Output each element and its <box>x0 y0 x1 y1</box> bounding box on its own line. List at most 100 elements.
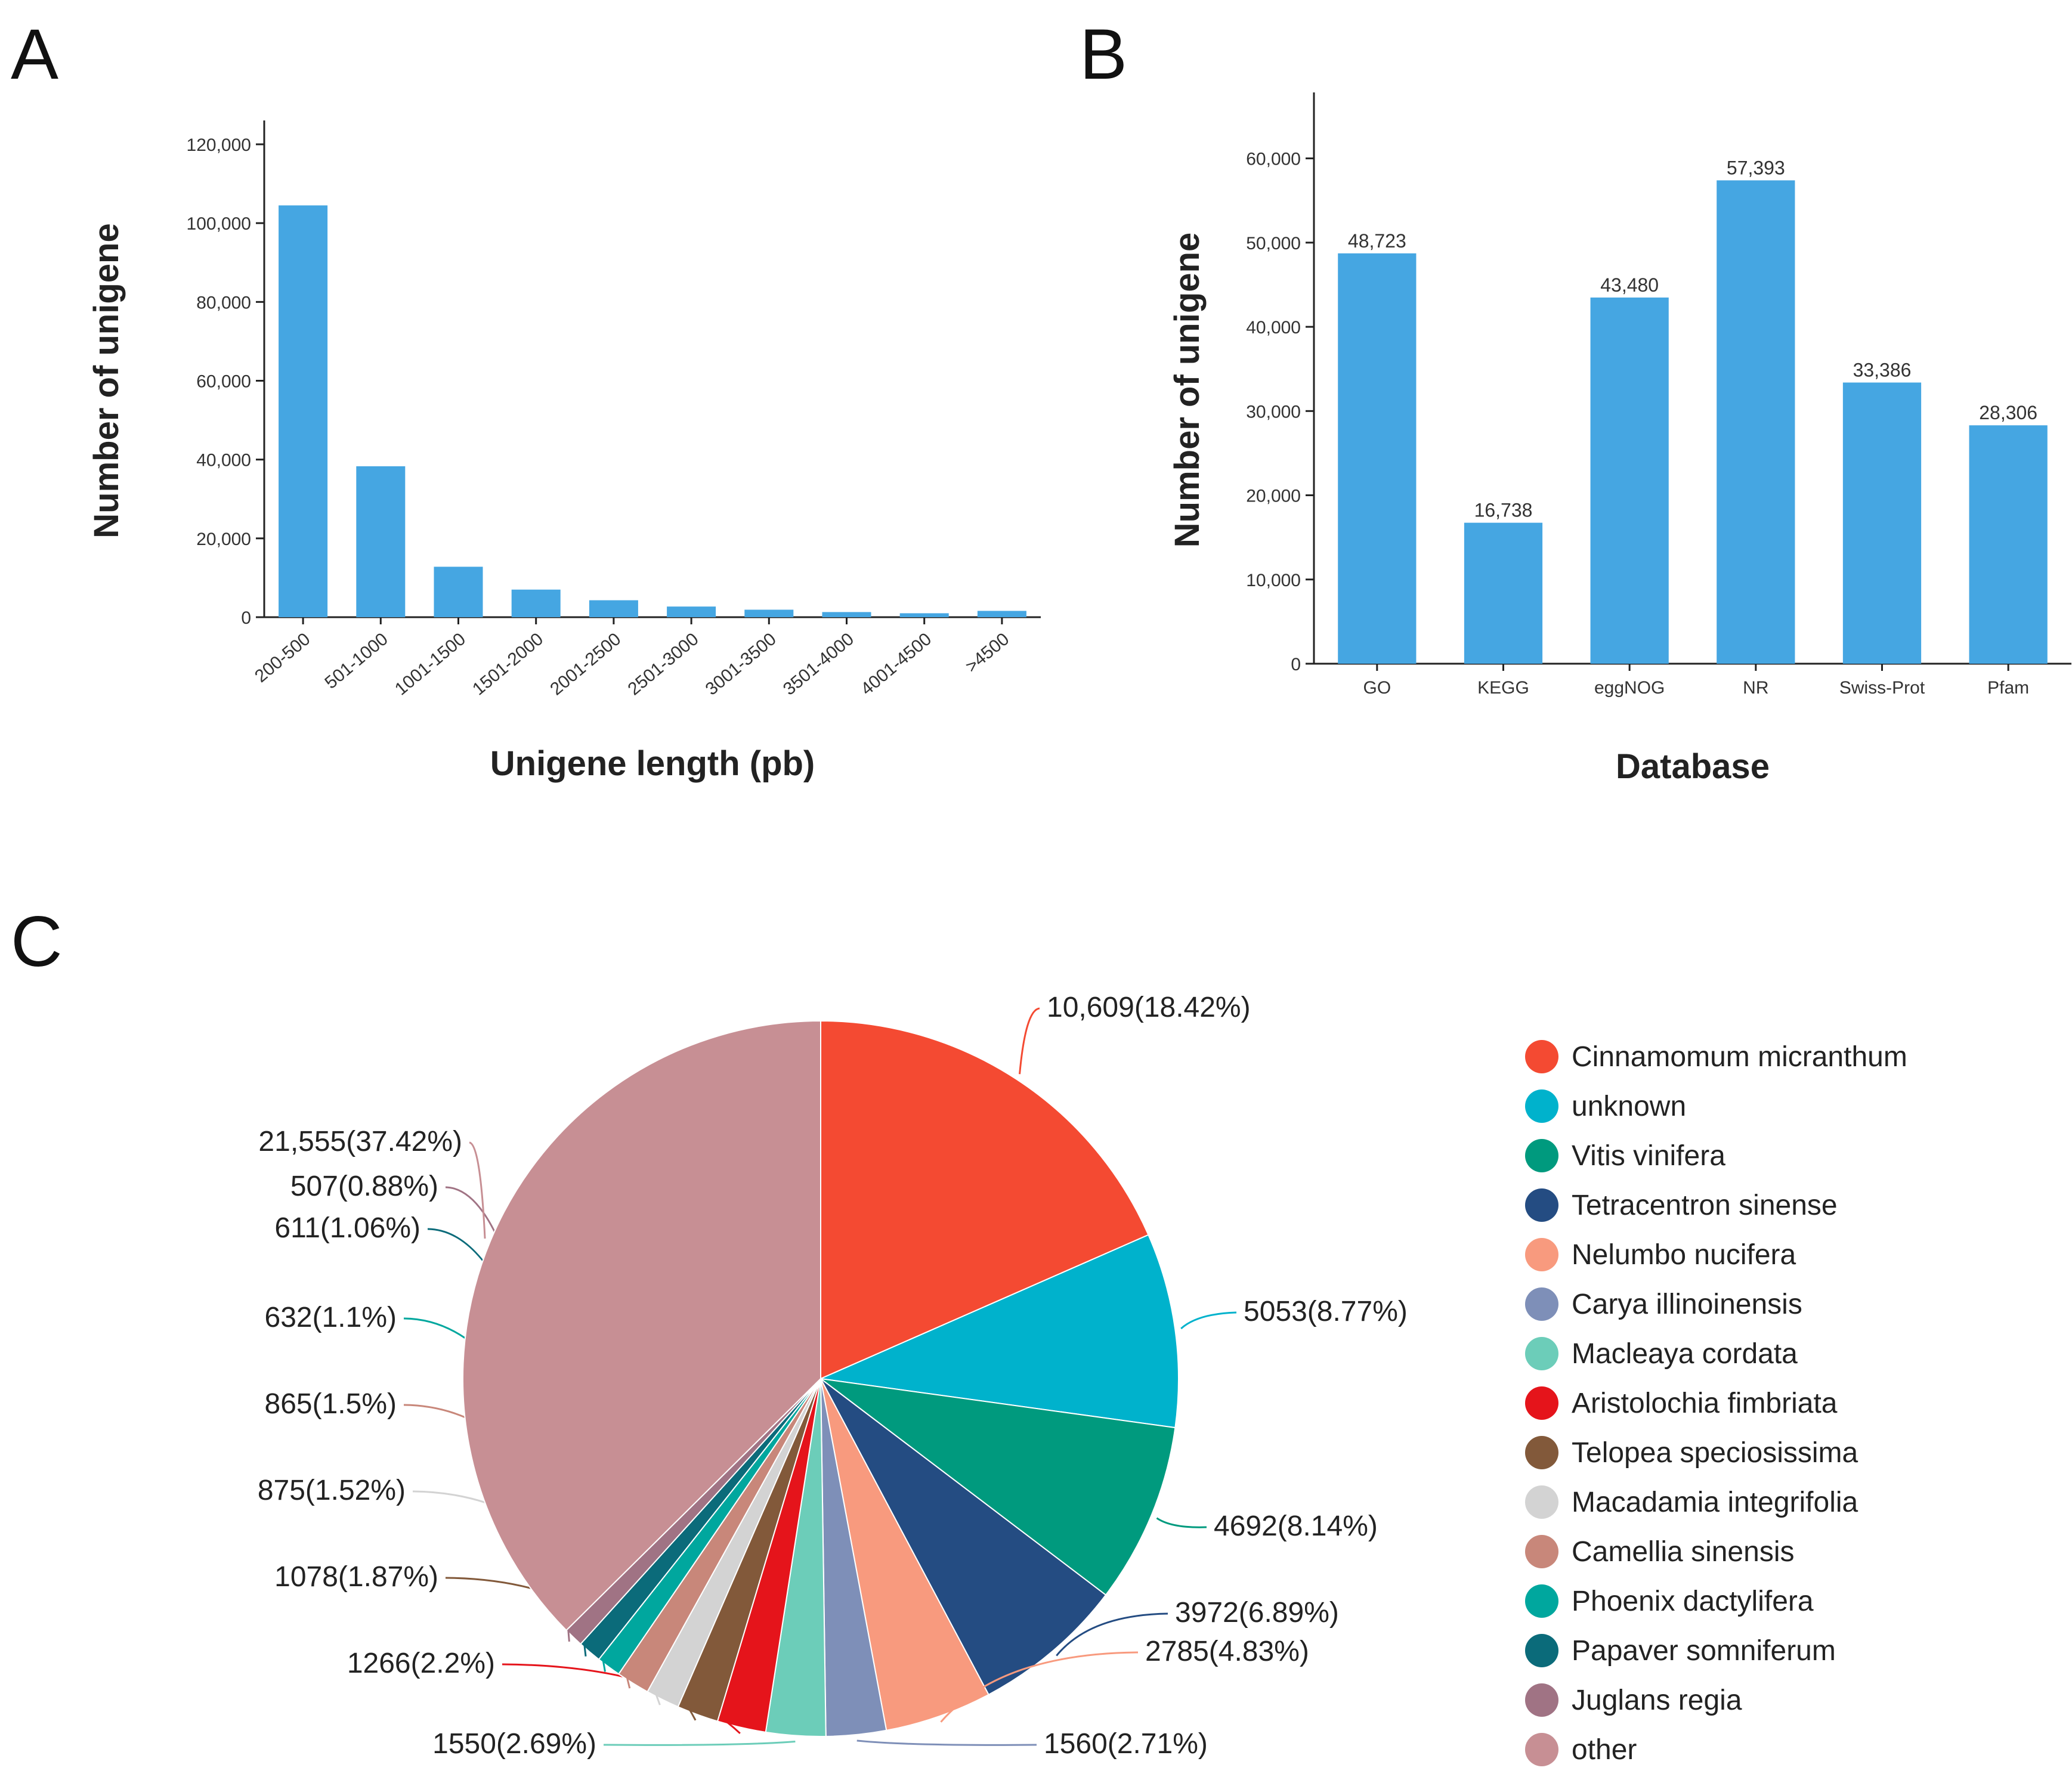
pie-leader-line <box>940 1651 1139 1723</box>
pie-slice-label: 875(1.52%) <box>258 1475 406 1506</box>
chart-c: 10,609(18.42%) 5053(8.77%) 4692(8.14%) 3972… <box>258 992 1907 1766</box>
bar <box>667 606 716 617</box>
x-tick-label: 501-1000 <box>321 629 391 693</box>
y-tick-label: 50,000 <box>1246 234 1301 253</box>
y-tick-label: 80,000 <box>196 293 251 312</box>
x-tick-label: 200-500 <box>251 629 314 686</box>
legend-swatch <box>1525 1733 1558 1766</box>
y-tick-label: 20,000 <box>196 530 251 549</box>
x-tick-label: 2001-2500 <box>546 629 624 699</box>
y-tick-label: 120,000 <box>187 135 251 155</box>
bar <box>744 609 794 617</box>
pie-leader-line <box>1156 1517 1207 1528</box>
pie-slice-label: 632(1.1%) <box>265 1302 397 1333</box>
pie-leader-line <box>603 1741 796 1746</box>
legend-entry-label: other <box>1572 1734 1637 1766</box>
x-axis-title: Database <box>1616 747 1770 786</box>
legend-entry-label: Phoenix dactylifera <box>1572 1586 1814 1617</box>
pie-slice <box>820 1378 1107 1696</box>
legend-swatch <box>1525 1040 1558 1073</box>
pie-slice-label: 611(1.06%) <box>274 1212 420 1244</box>
pie-slice-label: 3972(6.89%) <box>1175 1597 1339 1629</box>
x-tick-label: GO <box>1363 678 1391 698</box>
legend-entry-label: Tetracentron sinense <box>1572 1190 1838 1221</box>
pie-slice-label: 1078(1.87%) <box>274 1561 438 1593</box>
x-tick-label: 1501-2000 <box>469 629 547 699</box>
legend-swatch <box>1525 1535 1558 1568</box>
y-tick-label: 20,000 <box>1246 487 1301 506</box>
legend-swatch <box>1525 1485 1558 1519</box>
x-tick-label: 4001-4500 <box>857 629 935 699</box>
y-tick-label: 100,000 <box>187 214 251 234</box>
pie-leader-line <box>1019 1007 1040 1075</box>
x-tick-label: NR <box>1743 678 1768 698</box>
pie-slice <box>820 1020 1149 1380</box>
y-tick-label: 60,000 <box>1246 150 1301 169</box>
y-tick-label: 10,000 <box>1246 571 1301 590</box>
chart-a: 0 20,000 40,000 60,000 80,000 100,000 120,000 2… <box>87 120 1041 783</box>
pie-slice <box>820 1378 989 1731</box>
pie-slice <box>818 1234 1179 1429</box>
legend-swatch <box>1525 1089 1558 1123</box>
legend-entry-label: Macadamia integrifolia <box>1572 1487 1858 1518</box>
bar-data-label: 16,738 <box>1474 500 1533 521</box>
x-tick-label: Swiss-Prot <box>1839 678 1925 698</box>
bar <box>434 566 483 617</box>
pie-leader-line <box>469 1141 486 1239</box>
legend-entry-label: Cinnamomum micranthum <box>1572 1041 1907 1073</box>
pie-slice-label: 1560(2.71%) <box>1044 1728 1208 1760</box>
panel-letter-c: C <box>11 902 63 982</box>
y-tick-label: 40,000 <box>196 451 251 470</box>
y-tick-label: 60,000 <box>196 372 251 392</box>
legend-entry-label: Juglans regia <box>1572 1685 1742 1716</box>
pie-slice-label: 4692(8.14%) <box>1214 1510 1378 1542</box>
pie-leader-line <box>1056 1612 1168 1657</box>
legend-swatch <box>1525 1436 1558 1469</box>
bar <box>1338 253 1417 664</box>
legend-swatch <box>1525 1337 1558 1370</box>
bar <box>899 613 949 617</box>
legend-entry-label: Macleaya cordata <box>1572 1338 1798 1370</box>
legend-swatch <box>1525 1238 1558 1271</box>
legend-swatch <box>1525 1139 1558 1172</box>
legend-swatch <box>1525 1287 1558 1321</box>
legend-swatch <box>1525 1634 1558 1667</box>
legend-entry-label: Camellia sinensis <box>1572 1536 1794 1568</box>
pie-slice-label: 21,555(37.42%) <box>258 1126 462 1157</box>
pie-slice-label: 1550(2.69%) <box>432 1728 596 1760</box>
legend-entry-label: Telopea speciosissima <box>1572 1437 1858 1469</box>
legend-swatch <box>1525 1683 1558 1717</box>
pie-slice-label: 507(0.88%) <box>290 1171 438 1202</box>
bar <box>1717 180 1795 664</box>
pie-slice-label: 865(1.5%) <box>265 1388 397 1420</box>
bar <box>511 589 561 617</box>
x-tick-label: 3001-3500 <box>702 629 780 699</box>
y-tick-label: 0 <box>241 608 251 628</box>
bar <box>279 205 328 617</box>
y-tick-label: 40,000 <box>1246 318 1301 338</box>
y-tick-label: 0 <box>1291 655 1301 674</box>
chart-b: 010,00020,00030,00040,00050,00060,00048,… <box>1168 92 2071 786</box>
y-tick-label: 30,000 <box>1246 402 1301 422</box>
bar-data-label: 43,480 <box>1600 274 1659 296</box>
legend-entry-label: unknown <box>1572 1091 1686 1122</box>
pie-slice-label: 5053(8.77%) <box>1244 1296 1408 1327</box>
bar-data-label: 28,306 <box>1979 402 2037 423</box>
pie-slice-label: 10,609(18.42%) <box>1047 992 1251 1023</box>
x-tick-label: KEGG <box>1477 678 1529 698</box>
legend-entry-label: Aristolochia fimbriata <box>1572 1388 1838 1419</box>
bar <box>1969 425 2048 664</box>
pie-leader-line <box>856 1739 1037 1746</box>
x-tick-label: 1001-1500 <box>391 629 469 699</box>
pie-slice-label: 1266(2.2%) <box>347 1648 495 1679</box>
legend-entry-label: Carya illinoinensis <box>1572 1289 1802 1320</box>
bar-data-label: 33,386 <box>1853 359 1912 380</box>
bar <box>356 466 406 617</box>
bar <box>822 612 871 617</box>
legend-entry-label: Vitis vinifera <box>1572 1140 1725 1172</box>
pie-slice <box>462 1020 821 1632</box>
y-axis-title: Number of unigene <box>87 223 126 538</box>
legend-entry-label: Papaver somniferum <box>1572 1635 1836 1667</box>
x-tick-label: Pfam <box>1987 678 2029 698</box>
